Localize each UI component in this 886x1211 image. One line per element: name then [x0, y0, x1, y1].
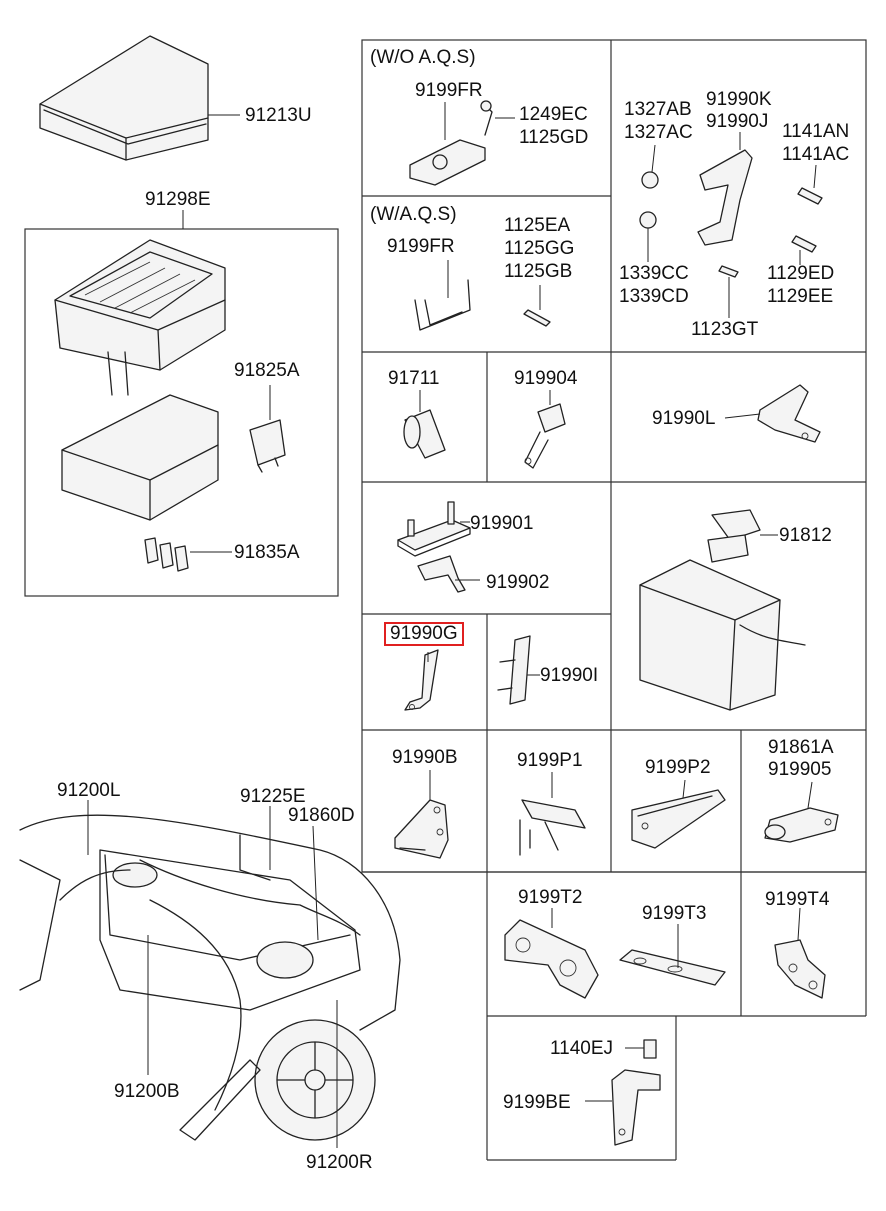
label-bracket-be[interactable]: 9199BE	[503, 1092, 571, 1113]
label-clip-861a[interactable]: 91861A	[768, 737, 834, 758]
label-wo-bolt-a[interactable]: 1249EC	[519, 104, 588, 125]
label-battery-cable[interactable]: 91812	[779, 525, 832, 546]
bracket-g-drawing	[404, 649, 439, 711]
label-relay[interactable]: 91825A	[234, 360, 300, 381]
bracket-l-drawing	[724, 384, 821, 443]
label-bracket-g-highlighted[interactable]: 91990G	[384, 622, 464, 646]
label-bolt-ej[interactable]: 1140EJ	[550, 1038, 614, 1059]
clip-904-drawing	[524, 390, 566, 469]
bracket-be-drawing	[585, 1039, 661, 1146]
label-bolt-ed[interactable]: 1129ED	[767, 263, 835, 284]
label-bolt-ac[interactable]: 1141AC	[782, 144, 850, 165]
label-harness-l[interactable]: 91200L	[57, 780, 121, 801]
bracket-p2-drawing	[631, 779, 726, 849]
bracket-i-drawing	[497, 635, 540, 705]
label-nut-cd[interactable]: 1339CD	[619, 286, 689, 307]
label-harness-r[interactable]: 91200R	[306, 1152, 373, 1173]
label-bracket-l[interactable]: 91990L	[652, 408, 716, 429]
label-bracket-j[interactable]: 91990J	[706, 111, 769, 132]
label-wo-aqs: (W/O A.Q.S)	[370, 47, 476, 68]
label-nut-b[interactable]: 1327AC	[624, 122, 693, 143]
label-w-bolt-b[interactable]: 1125GG	[504, 238, 575, 259]
label-bracket-t2[interactable]: 9199T2	[518, 887, 583, 908]
bracket-t2-drawing	[504, 908, 599, 999]
bracket-b-drawing	[394, 770, 449, 859]
label-nut-cc[interactable]: 1339CC	[619, 263, 689, 284]
label-clip-902[interactable]: 919902	[486, 572, 550, 593]
fuse-cover-drawing	[39, 35, 240, 229]
w-aqs-bracket-drawing	[414, 260, 551, 331]
label-bolt-an[interactable]: 1141AN	[782, 121, 850, 142]
bracket-p1-drawing	[519, 772, 586, 856]
label-w-bolt-a[interactable]: 1125EA	[504, 215, 571, 236]
label-clip-904[interactable]: 919904	[514, 368, 578, 389]
wo-aqs-bracket-drawing	[409, 100, 515, 186]
label-w-bracket[interactable]: 9199FR	[387, 236, 455, 257]
bracket-t4-drawing	[774, 907, 826, 999]
grid-lines	[24, 39, 867, 1161]
label-junction-box[interactable]: 91298E	[145, 189, 211, 210]
label-harness-860d[interactable]: 91860D	[288, 805, 355, 826]
bracket-t3-drawing	[619, 924, 726, 986]
label-bracket-t3[interactable]: 9199T3	[642, 903, 707, 924]
label-fuse-cover[interactable]: 91213U	[245, 105, 312, 126]
label-bracket-t4[interactable]: 9199T4	[765, 889, 830, 910]
label-fuses[interactable]: 91835A	[234, 542, 300, 563]
label-wo-bracket[interactable]: 9199FR	[415, 80, 483, 101]
bracket-k-j-drawing	[639, 132, 823, 318]
label-wo-bolt-b[interactable]: 1125GD	[519, 127, 589, 148]
label-bolt-ee[interactable]: 1129EE	[767, 286, 834, 307]
label-bracket-b[interactable]: 91990B	[392, 747, 458, 768]
label-clip-901[interactable]: 919901	[470, 513, 534, 534]
label-bracket-k[interactable]: 91990K	[706, 89, 772, 110]
clip-901-902-drawing	[397, 501, 480, 593]
label-bracket-p1[interactable]: 9199P1	[517, 750, 583, 771]
clip-861a-905-drawing	[764, 781, 839, 843]
label-bolt-gt[interactable]: 1123GT	[691, 319, 759, 340]
label-grommet[interactable]: 91711	[388, 368, 440, 389]
junction-box-drawing	[54, 239, 286, 572]
label-clip-905[interactable]: 919905	[768, 759, 832, 780]
vehicle-harness-drawing	[19, 800, 401, 1148]
label-w-aqs: (W/A.Q.S)	[370, 204, 457, 225]
grommet-drawing	[403, 390, 446, 459]
label-nut-a[interactable]: 1327AB	[624, 99, 692, 120]
label-w-bolt-c[interactable]: 1125GB	[504, 261, 573, 282]
label-bracket-p2[interactable]: 9199P2	[645, 757, 711, 778]
battery-drawing	[639, 509, 806, 711]
label-harness-b[interactable]: 91200B	[114, 1081, 180, 1102]
label-harness-225e[interactable]: 91225E	[240, 786, 306, 807]
label-bracket-i[interactable]: 91990I	[540, 665, 599, 686]
